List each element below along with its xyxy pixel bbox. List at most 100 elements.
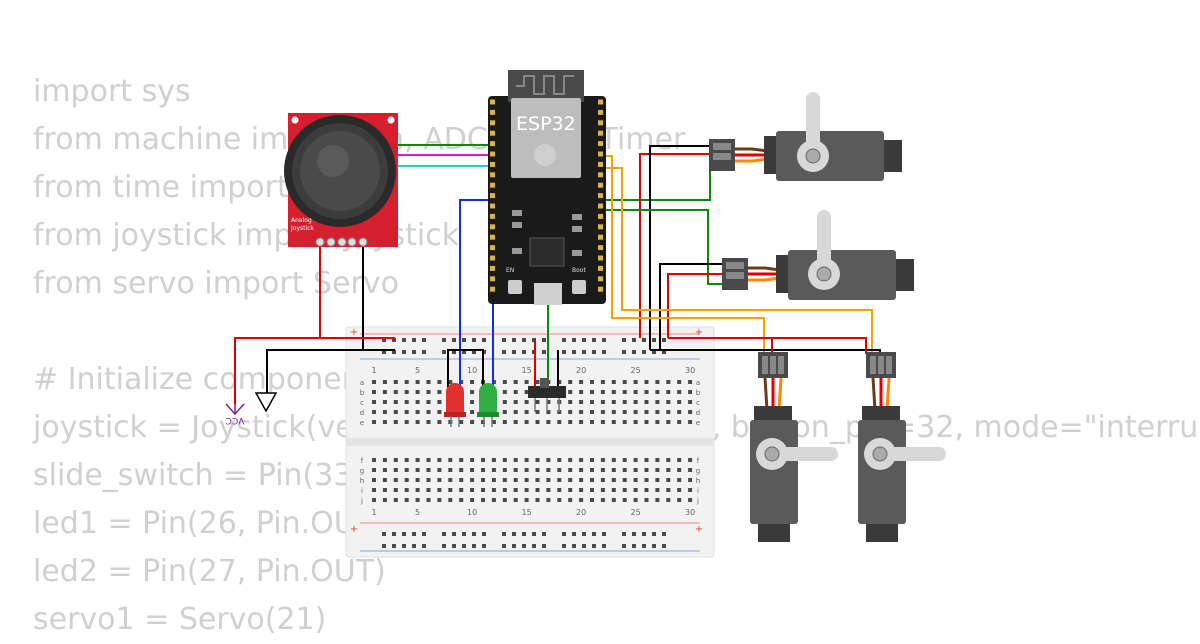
breadboard-hole: [393, 468, 398, 472]
breadboard-hole: [502, 488, 507, 492]
rail-hole: [512, 532, 516, 536]
breadboard-hole: [568, 468, 573, 472]
row-letter: e: [360, 419, 364, 427]
breadboard-hole: [372, 488, 376, 492]
breadboard-hole: [688, 458, 693, 462]
breadboard-hole: [470, 458, 475, 462]
rail-hole: [392, 544, 396, 548]
led-green[interactable]: [477, 383, 499, 427]
esp32-en-label: EN: [506, 267, 514, 274]
breadboard-hole: [470, 488, 475, 492]
rail-hole: [572, 350, 576, 354]
breadboard-hole: [600, 488, 605, 492]
led-red[interactable]: [444, 383, 466, 427]
breadboard-hole: [426, 400, 431, 404]
rail-hole: [522, 350, 526, 354]
breadboard-hole: [437, 488, 442, 492]
wire-servo1-vcc: [639, 153, 718, 338]
breadboard-hole: [404, 410, 409, 414]
breadboard-hole: [426, 380, 431, 384]
rail-hole: [622, 532, 626, 536]
servo-3[interactable]: [750, 352, 838, 542]
breadboard-hole: [426, 498, 431, 502]
rail-hole: [532, 544, 536, 548]
breadboard-hole: [568, 410, 573, 414]
breadboard-hole: [502, 390, 507, 394]
breadboard-hole: [611, 390, 616, 394]
breadboard-hole: [502, 458, 507, 462]
servo-1[interactable]: [709, 92, 902, 181]
breadboard-hole: [622, 488, 627, 492]
rail-hole: [652, 338, 656, 342]
rail-hole: [472, 338, 476, 342]
breadboard-hole: [644, 488, 649, 492]
esp32-pin: [598, 193, 603, 199]
servo-2[interactable]: [722, 210, 914, 300]
breadboard-hole: [677, 390, 682, 394]
rail-plus-label: +: [695, 524, 703, 535]
breadboard-hole: [470, 420, 475, 424]
rail-hole: [382, 338, 386, 342]
breadboard-hole: [688, 488, 693, 492]
breadboard-hole: [393, 458, 398, 462]
breadboard-hole: [437, 390, 442, 394]
servo-4[interactable]: [858, 352, 946, 542]
breadboard-hole: [415, 410, 420, 414]
slide-switch[interactable]: [528, 378, 566, 412]
esp32-smd-component: [512, 210, 522, 216]
breadboard-hole: [491, 478, 496, 482]
rail-plus-label: +: [695, 327, 703, 338]
joystick-module[interactable]: Analog Joystick: [284, 113, 398, 247]
rail-hole: [652, 532, 656, 536]
breadboard-hole: [393, 488, 398, 492]
breadboard-hole: [502, 420, 507, 424]
row-letter: j: [360, 497, 363, 505]
breadboard-hole: [448, 458, 453, 462]
esp32-pin: [490, 172, 495, 178]
breadboard-hole: [426, 390, 431, 394]
breadboard-hole: [372, 400, 376, 404]
breadboard-hole: [404, 390, 409, 394]
breadboard-hole: [579, 488, 584, 492]
esp32-pin: [490, 286, 495, 292]
rail-hole: [572, 338, 576, 342]
column-number: 10: [467, 366, 477, 375]
breadboard-hole: [502, 410, 507, 414]
breadboard-hole: [513, 478, 518, 482]
breadboard-hole: [677, 498, 682, 502]
breadboard-hole: [590, 390, 594, 394]
breadboard-hole: [404, 420, 409, 424]
breadboard-hole: [568, 420, 573, 424]
breadboard-hole: [568, 458, 573, 462]
rail-hole: [462, 532, 466, 536]
breadboard-hole: [677, 400, 682, 404]
breadboard-hole: [644, 420, 649, 424]
breadboard-hole: [600, 468, 605, 472]
breadboard-hole: [535, 458, 540, 462]
rail-hole: [632, 532, 636, 536]
rail-hole: [652, 350, 656, 354]
breadboard-hole: [611, 420, 616, 424]
breadboard-hole: [426, 458, 431, 462]
breadboard-hole: [404, 468, 409, 472]
rail-hole: [402, 544, 406, 548]
breadboard-hole: [437, 380, 442, 384]
breadboard-hole: [557, 468, 562, 472]
wire-led1: [459, 199, 494, 388]
esp32-board[interactable]: ESP32 EN Boot: [488, 70, 606, 305]
breadboard-hole: [557, 380, 562, 384]
esp32-pin: [490, 265, 495, 271]
breadboard-hole: [459, 478, 464, 482]
esp32-pin: [598, 141, 603, 147]
row-letter: a: [360, 379, 364, 387]
breadboard-hole: [393, 478, 398, 482]
breadboard-hole: [502, 498, 507, 502]
breadboard-hole: [579, 390, 584, 394]
breadboard-hole: [513, 400, 518, 404]
breadboard-hole: [644, 400, 649, 404]
breadboard-hole: [590, 458, 594, 462]
rail-hole: [422, 532, 426, 536]
code-line: led2 = Pin(27, Pin.OUT): [33, 554, 386, 589]
rail-hole: [472, 544, 476, 548]
breadboard-hole: [426, 488, 431, 492]
